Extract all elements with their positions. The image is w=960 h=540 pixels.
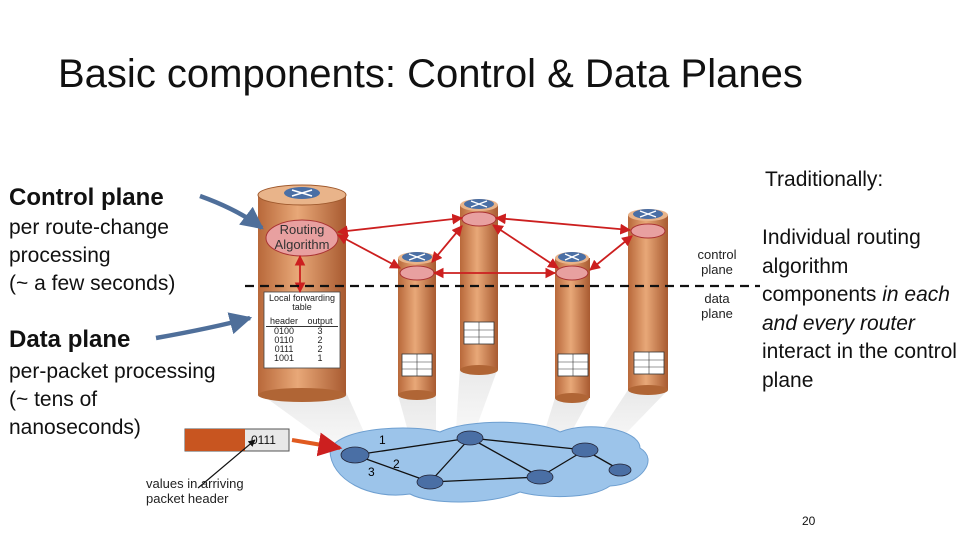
router-icon [284,187,320,199]
data-plane-description: per-packet processing (~ tens of nanosec… [9,360,216,439]
packet-arrow [291,432,343,457]
table-cell: 1001 [273,353,295,363]
control-plane-arrows [294,213,633,294]
router-icon [558,252,586,262]
table-row: 1001 1 [266,354,338,363]
table-cell: 3 [317,326,323,336]
table-row: 0100 3 [266,327,338,336]
header-caption-arrow [197,439,256,489]
router-cylinder-4 [555,252,590,403]
table-cell: 2 [317,335,323,345]
data-plane-label: data plane [701,291,733,321]
slide-title: Basic components: Control & Data Planes [58,52,803,96]
table-cell: 0111 [274,344,294,354]
router-cylinder-5 [628,209,668,395]
control-plane-description: per route-change processing (~ a few sec… [9,216,176,295]
table-cell: 1 [317,353,323,363]
packet-header-value: 0111 [251,433,276,447]
right-description-part-1: Individual routing algorithm components [762,226,921,306]
forwarding-table-title: Local forwarding table [268,293,336,312]
table-cell: 2 [317,344,323,354]
network-routers [340,430,632,490]
forwarding-table-header-cell: header [269,316,299,326]
link-label-1: 1 [379,433,386,447]
router-icon [464,199,494,209]
router-icon [402,252,432,262]
traditionally-label: Traditionally: [765,168,884,191]
table-row: 0111 2 [266,345,338,354]
right-description: Individual routing algorithm components … [762,224,957,395]
callout-arrows [155,193,264,341]
page-number: 20 [802,514,816,528]
link-label-2: 2 [393,457,400,471]
router-cylinder-2 [398,252,436,400]
router-cylinder-main [257,184,347,402]
table-cell: 0110 [274,335,294,345]
control-plane-heading: Control plane [9,184,164,211]
router-icon [633,209,663,219]
forwarding-table-header: header output [266,316,338,327]
forwarding-table-header-cell: output [307,316,333,326]
control-plane-label: control plane [697,247,737,277]
right-description-part-2: interact in the control plane [762,340,957,392]
table-cell: 0100 [273,326,295,336]
table-row: 0110 2 [266,336,338,345]
router-cylinder-3 [460,199,498,375]
link-label-3: 3 [368,465,375,479]
packet-header-caption: values in arriving packet header [146,476,244,506]
network-cloud [329,421,649,503]
routing-algorithm-label: Routing Algorithm [274,222,330,252]
right-description-emphasis: in each and every router [762,283,950,335]
data-plane-heading: Data plane [9,326,131,353]
forwarding-table: header output 0100 3 0110 2 0111 2 1001 … [266,316,338,363]
